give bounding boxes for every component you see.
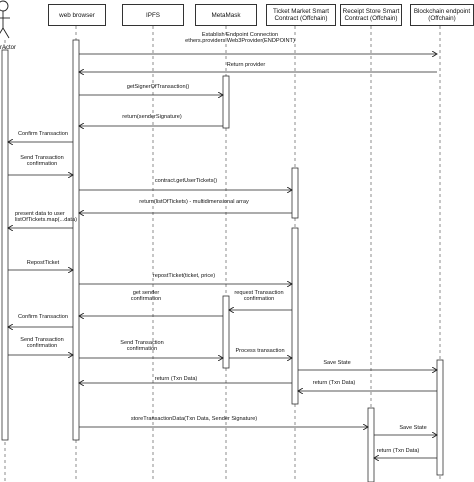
message-label-repost-ticket: RepostTicket — [26, 260, 60, 266]
message-label-get-signer: getSignerOfTransaction() — [126, 84, 190, 90]
message-label-get-user-tickets: contract.getUserTickets() — [154, 178, 218, 184]
activation-bar-mm-5 — [222, 295, 230, 369]
activation-bar-mm-2 — [222, 75, 230, 129]
message-label-return-txn-data-2: return (Txn Data) — [154, 376, 198, 382]
actor-figure — [0, 0, 10, 39]
activation-bar-rs-7 — [367, 407, 375, 482]
participant-ticket-market-contract: Ticket Market Smart Contract (Offchain) — [266, 4, 336, 26]
message-label-send-confirmation-3: Send Transaction confirmation — [120, 340, 164, 353]
message-label-send-confirmation-2: Send Transaction confirmation — [20, 337, 64, 350]
message-label-return-provider: Return provider — [226, 62, 266, 68]
message-label-return-txn-data-3: return (Txn Data) — [376, 448, 420, 454]
message-label-process-transaction: Process transaction — [235, 348, 285, 354]
message-label-request-confirmation: request Transaction confirmation — [234, 290, 284, 303]
message-label-return-signature: return(senderSignature) — [122, 114, 182, 120]
message-label-save-state-2: Save State — [399, 425, 427, 431]
activation-bar-tm-4 — [291, 227, 299, 405]
message-label-send-confirmation: Send Transaction confirmation — [20, 155, 64, 168]
activation-bar-wb-1 — [72, 39, 80, 441]
message-label-store-transaction-data: storeTransactionData(Txn Data, Sender Si… — [130, 416, 258, 422]
message-label-get-sender-confirmation: get sender confirmation — [130, 290, 162, 303]
participant-receipt-store-contract: Receipt Store Smart Contract (Offchain) — [340, 4, 402, 26]
participant-blockchain-endpoint: Blockchain endpoint (Offchain) — [410, 4, 474, 26]
message-label-confirm-transaction-2: Confirm Transaction — [17, 314, 69, 320]
participant-web-browser: web browser — [48, 4, 106, 26]
activation-bar-bc-6 — [436, 359, 444, 476]
participant-metamask: MetaMask — [195, 4, 257, 26]
message-label-return-txn-data: return (Txn Data) — [312, 380, 356, 386]
message-label-return-list-of-tickets: return(listOfTickets) - multidimensional… — [139, 199, 249, 205]
activation-bar-tm-3 — [291, 167, 299, 219]
participant-ipfs: IPFS — [122, 4, 184, 26]
activation-bar-actor-0 — [1, 49, 9, 441]
message-label-confirm-transaction: Confirm Transaction — [17, 131, 69, 137]
message-label-establish-connection: Establish Endpoint Connection ethers.pro… — [185, 32, 295, 45]
message-label-present-data: present data to user listOfTickets.map(.… — [15, 211, 77, 224]
message-label-repost-ticket-call: repostTicket(ticket, price) — [152, 273, 216, 279]
actor-label: rActor — [0, 45, 17, 51]
message-label-save-state: Save State — [323, 360, 351, 366]
